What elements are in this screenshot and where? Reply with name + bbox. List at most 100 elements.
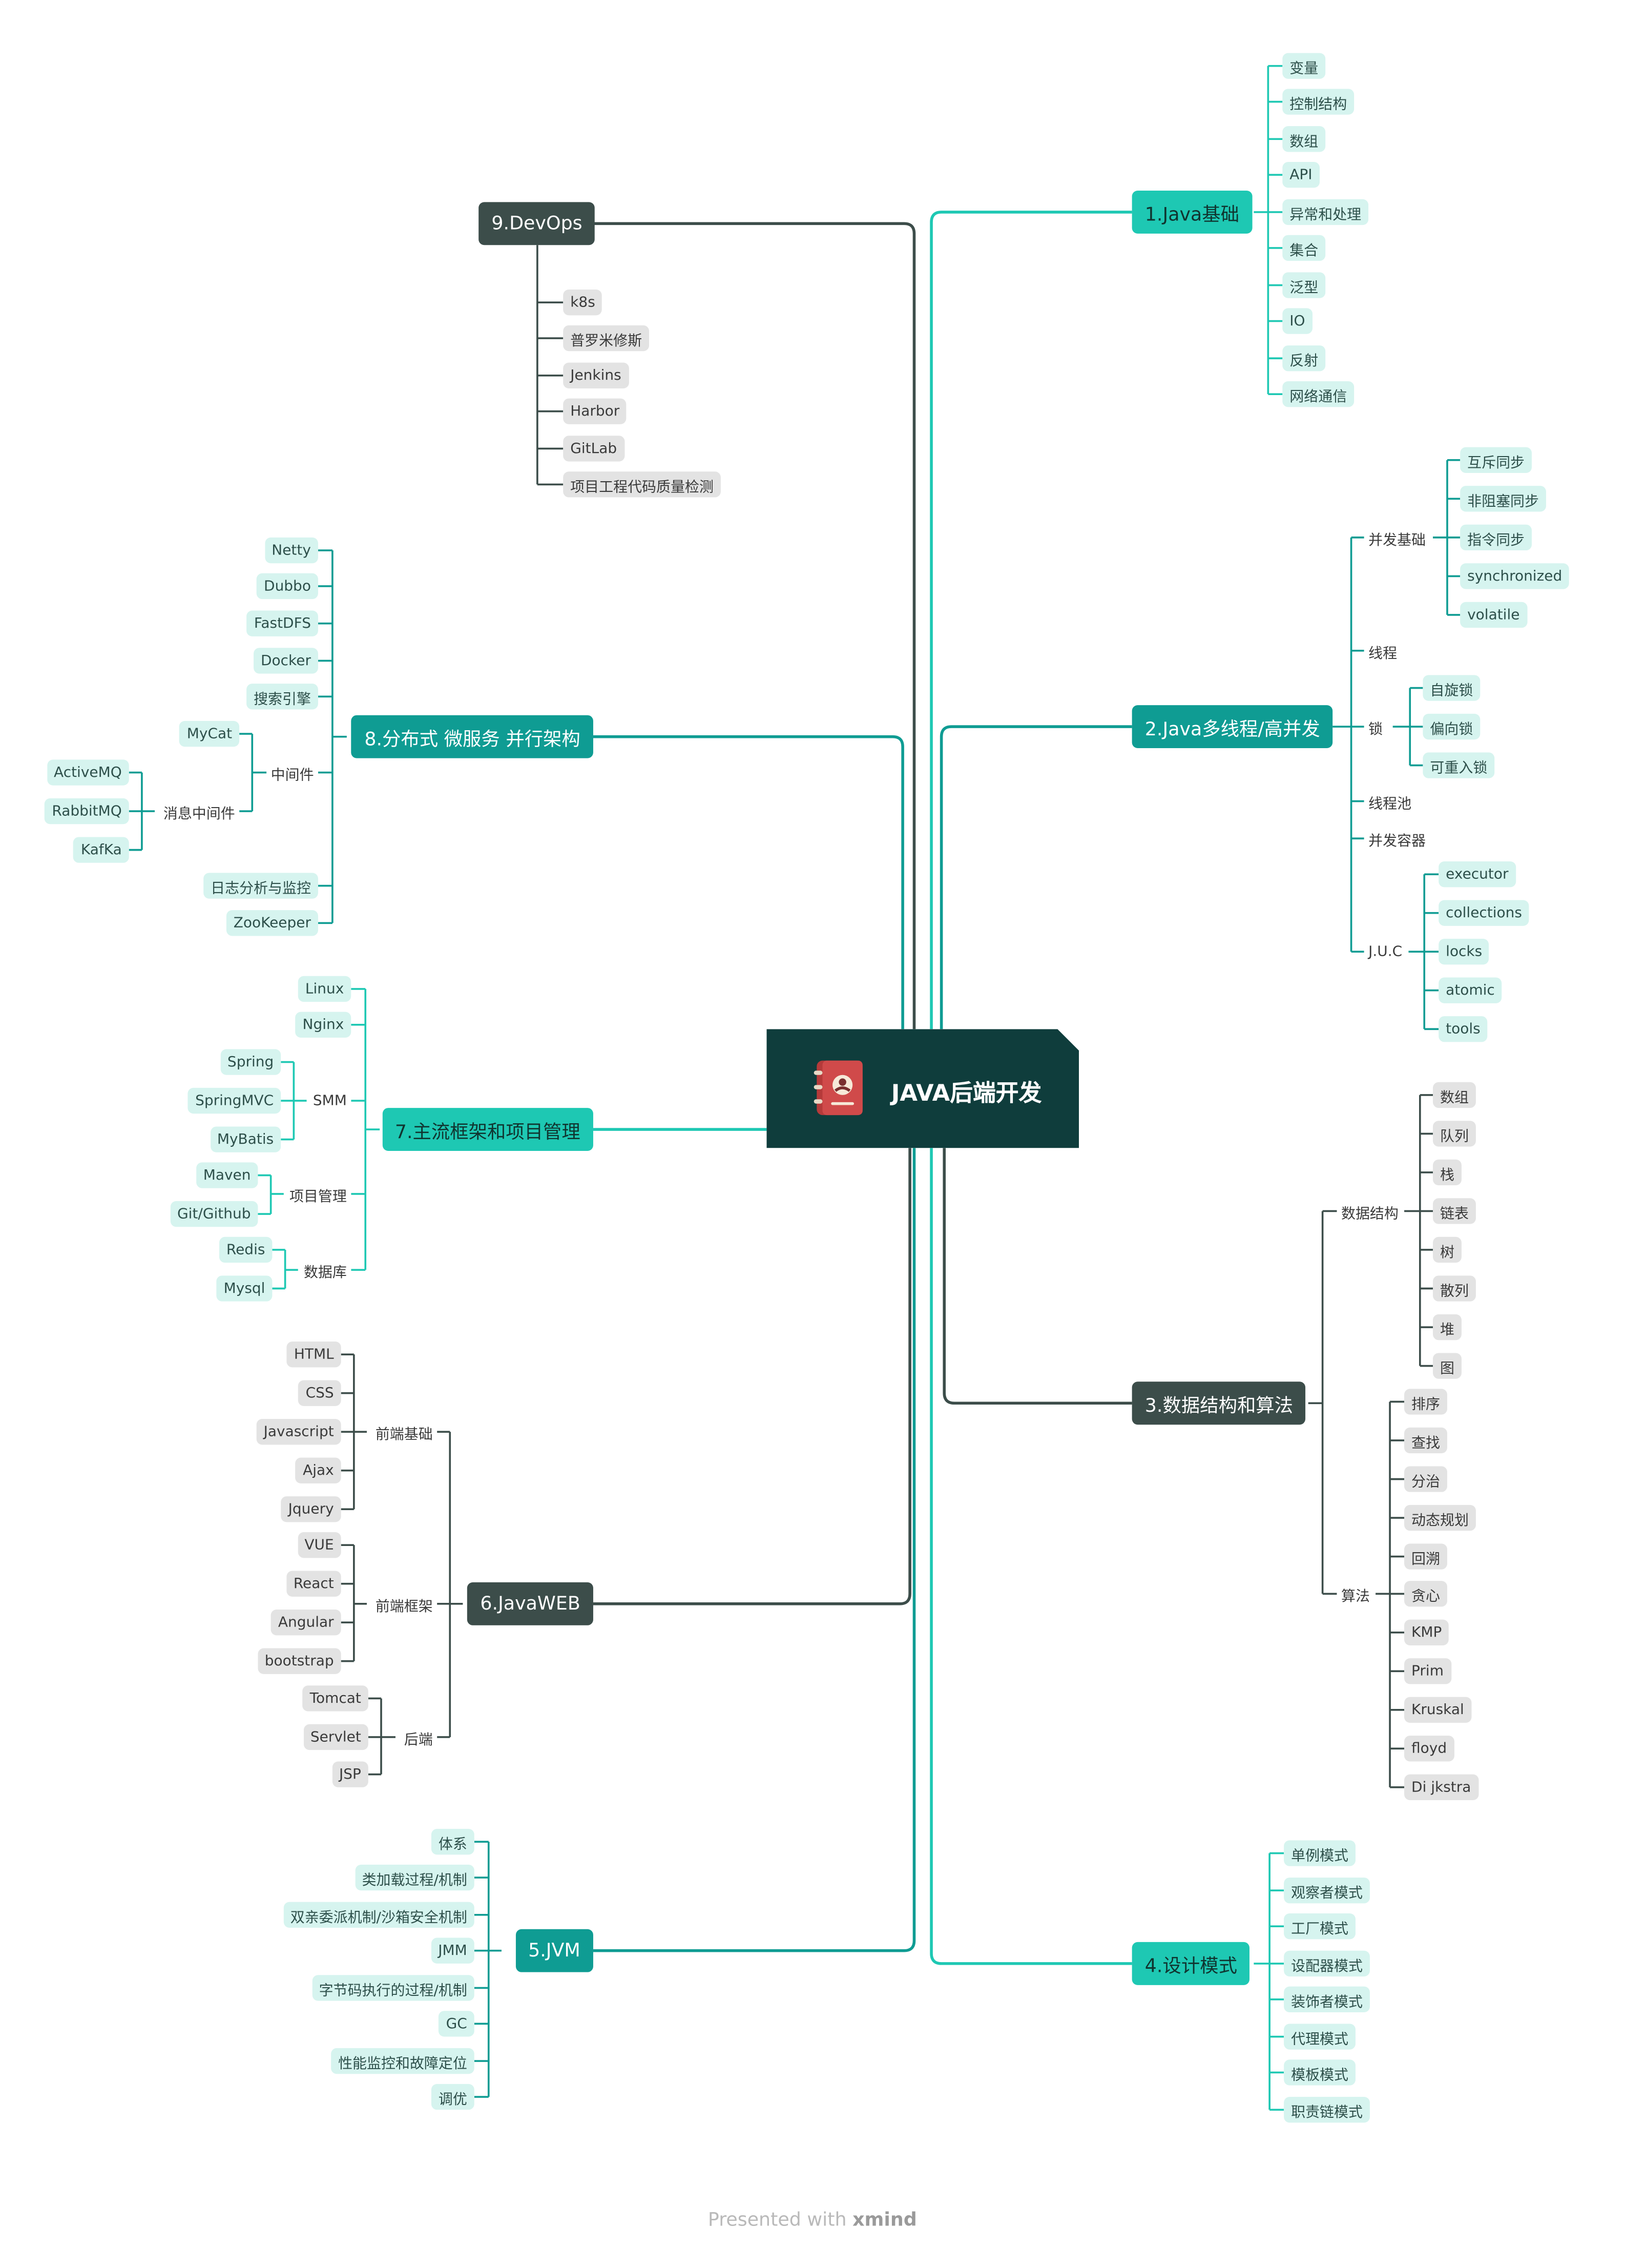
topic-node[interactable]: Javascript — [256, 1419, 341, 1445]
topic-node[interactable]: 锁 — [1364, 713, 1387, 740]
topic-node[interactable]: 指令同步 — [1460, 524, 1532, 551]
topic-node[interactable]: MyBatis — [210, 1126, 281, 1152]
topic-node[interactable]: floyd — [1404, 1736, 1454, 1762]
topic-node[interactable]: FastDFS — [246, 610, 318, 636]
topic-node[interactable]: 变量 — [1282, 53, 1326, 79]
branch-topic-6[interactable]: 6.JavaWEB — [467, 1582, 593, 1625]
topic-node[interactable]: Netty — [264, 537, 318, 564]
topic-node[interactable]: 项目管理 — [285, 1181, 351, 1207]
topic-node[interactable]: 算法 — [1337, 1581, 1374, 1607]
topic-node[interactable]: Docker — [254, 648, 318, 674]
topic-node[interactable]: 动态规划 — [1404, 1504, 1476, 1531]
topic-node[interactable]: 搜索引擎 — [246, 684, 318, 710]
topic-node[interactable]: Nginx — [295, 1012, 351, 1038]
topic-node[interactable]: Mysql — [216, 1275, 273, 1302]
topic-node[interactable]: JMM — [431, 1937, 474, 1964]
topic-node[interactable]: 观察者模式 — [1284, 1878, 1370, 1904]
topic-node[interactable]: 并发容器 — [1364, 826, 1430, 852]
topic-node[interactable]: 链表 — [1433, 1198, 1476, 1224]
topic-node[interactable]: 体系 — [431, 1828, 474, 1855]
topic-node[interactable]: Linux — [298, 976, 351, 1002]
topic-node[interactable]: 队列 — [1433, 1121, 1476, 1147]
topic-node[interactable]: 项目工程代码质量检测 — [563, 471, 721, 498]
topic-node[interactable]: Di jkstra — [1404, 1774, 1478, 1801]
topic-node[interactable]: 泛型 — [1282, 272, 1326, 298]
topic-node[interactable]: 性能监控和故障定位 — [331, 2048, 474, 2074]
topic-node[interactable]: Dubbo — [257, 573, 318, 600]
topic-node[interactable]: 类加载过程/机制 — [355, 1864, 474, 1891]
topic-node[interactable]: GC — [439, 2011, 474, 2037]
topic-node[interactable]: Ajax — [296, 1457, 341, 1483]
topic-node[interactable]: 贪心 — [1404, 1581, 1447, 1607]
topic-node[interactable]: synchronized — [1460, 563, 1570, 589]
branch-topic-8[interactable]: 8.分布式 微服务 并行架构 — [351, 715, 593, 758]
topic-node[interactable]: SMM — [308, 1087, 351, 1114]
topic-node[interactable]: Git/Github — [170, 1201, 258, 1227]
topic-node[interactable]: Harbor — [563, 398, 627, 424]
topic-node[interactable]: 自旋锁 — [1423, 675, 1481, 701]
topic-node[interactable]: 可重入锁 — [1423, 752, 1495, 778]
topic-node[interactable]: GitLab — [563, 436, 624, 462]
topic-node[interactable]: atomic — [1439, 977, 1502, 1003]
branch-topic-1[interactable]: 1.Java基础 — [1132, 191, 1253, 234]
topic-node[interactable]: CSS — [298, 1380, 341, 1406]
topic-node[interactable]: Kruskal — [1404, 1697, 1471, 1723]
topic-node[interactable]: 回溯 — [1404, 1543, 1447, 1570]
topic-node[interactable]: ZooKeeper — [226, 910, 318, 936]
topic-node[interactable]: 代理模式 — [1284, 2024, 1356, 2050]
topic-node[interactable]: 散列 — [1433, 1275, 1476, 1302]
topic-node[interactable]: 前端基础 — [371, 1419, 437, 1445]
topic-node[interactable]: SpringMVC — [188, 1087, 281, 1114]
topic-node[interactable]: Jenkins — [563, 362, 629, 388]
topic-node[interactable]: executor — [1439, 861, 1516, 888]
topic-node[interactable]: 反射 — [1282, 345, 1326, 372]
topic-node[interactable]: 前端框架 — [371, 1591, 437, 1617]
topic-node[interactable]: 装饰者模式 — [1284, 1986, 1370, 2012]
topic-node[interactable]: 异常和处理 — [1282, 199, 1369, 225]
branch-topic-2[interactable]: 2.Java多线程/高并发 — [1132, 705, 1333, 749]
topic-node[interactable]: volatile — [1460, 602, 1527, 628]
branch-topic-5[interactable]: 5.JVM — [515, 1929, 593, 1972]
topic-node[interactable]: 并发基础 — [1364, 524, 1430, 551]
topic-node[interactable]: 单例模式 — [1284, 1840, 1356, 1866]
branch-topic-9[interactable]: 9.DevOps — [478, 202, 595, 245]
topic-node[interactable]: Angular — [270, 1610, 341, 1636]
topic-node[interactable]: tools — [1439, 1016, 1488, 1042]
topic-node[interactable]: Jquery — [281, 1496, 341, 1522]
topic-node[interactable]: KMP — [1404, 1619, 1449, 1645]
topic-node[interactable]: Prim — [1404, 1658, 1451, 1684]
topic-node[interactable]: 查找 — [1404, 1427, 1447, 1454]
topic-node[interactable]: 职责链模式 — [1284, 2097, 1370, 2123]
topic-node[interactable]: 消息中间件 — [159, 798, 240, 824]
topic-node[interactable]: 集合 — [1282, 235, 1326, 261]
topic-node[interactable]: MyCat — [179, 720, 240, 747]
topic-node[interactable]: k8s — [563, 289, 602, 316]
topic-node[interactable]: 分治 — [1404, 1466, 1447, 1492]
topic-node[interactable]: Maven — [196, 1162, 258, 1188]
topic-node[interactable]: 数据库 — [299, 1256, 351, 1283]
topic-node[interactable]: 中间件 — [266, 759, 318, 786]
topic-node[interactable]: KafKa — [73, 837, 129, 863]
topic-node[interactable]: IO — [1282, 308, 1312, 334]
topic-node[interactable]: JSP — [331, 1761, 368, 1787]
topic-node[interactable]: 调优 — [431, 2084, 474, 2110]
topic-node[interactable]: 偏向锁 — [1423, 713, 1481, 740]
topic-node[interactable]: VUE — [297, 1532, 341, 1558]
topic-node[interactable]: 数据结构 — [1337, 1198, 1403, 1224]
topic-node[interactable]: 双亲委派机制/沙箱安全机制 — [283, 1902, 474, 1928]
topic-node[interactable]: Spring — [220, 1049, 281, 1075]
topic-node[interactable]: collections — [1439, 900, 1529, 926]
topic-node[interactable]: Redis — [219, 1236, 273, 1263]
branch-topic-3[interactable]: 3.数据结构和算法 — [1132, 1382, 1306, 1425]
topic-node[interactable]: 图 — [1433, 1353, 1462, 1379]
topic-node[interactable]: 树 — [1433, 1236, 1462, 1263]
topic-node[interactable]: 非阻塞同步 — [1460, 486, 1546, 512]
topic-node[interactable]: locks — [1439, 939, 1490, 965]
topic-node[interactable]: 控制结构 — [1282, 89, 1355, 115]
topic-node[interactable]: 模板模式 — [1284, 2059, 1356, 2086]
topic-node[interactable]: J.U.C — [1364, 939, 1407, 965]
topic-node[interactable]: 日志分析与监控 — [203, 873, 318, 899]
branch-topic-4[interactable]: 4.设计模式 — [1132, 1942, 1251, 1985]
topic-node[interactable]: Servlet — [303, 1724, 368, 1750]
topic-node[interactable]: HTML — [286, 1341, 341, 1368]
